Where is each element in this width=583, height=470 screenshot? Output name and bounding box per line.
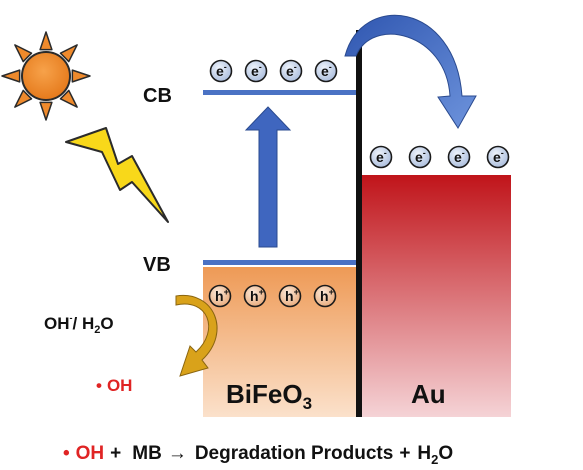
bifeo3-label: BiFeO3 bbox=[226, 379, 312, 413]
sun-ray bbox=[39, 101, 53, 121]
hole: h+ bbox=[208, 284, 232, 308]
cb-label: CB bbox=[143, 85, 172, 107]
electron: e- bbox=[314, 59, 338, 83]
hydroxide-water-label: OH-/ H2O bbox=[44, 313, 114, 336]
svg-text:e-: e- bbox=[454, 148, 465, 165]
electron: e- bbox=[486, 145, 510, 169]
svg-text:e-: e- bbox=[216, 62, 227, 79]
hole: h+ bbox=[313, 284, 337, 308]
vb-label: VB bbox=[143, 254, 171, 276]
sun-ray bbox=[59, 44, 78, 63]
svg-text:e-: e- bbox=[251, 62, 262, 79]
sun-ray bbox=[59, 89, 78, 108]
svg-text:h+: h+ bbox=[250, 287, 264, 304]
hydroxyl-radical-label: •OH bbox=[96, 376, 132, 395]
conduction-band-line bbox=[203, 90, 356, 95]
svg-text:e-: e- bbox=[415, 148, 426, 165]
sun-ray bbox=[1, 69, 21, 83]
au-label: Au bbox=[411, 379, 446, 409]
svg-text:h+: h+ bbox=[320, 287, 334, 304]
interface-line bbox=[356, 30, 362, 417]
hole-oxidation-arrow bbox=[175, 294, 218, 377]
sun-ray bbox=[71, 69, 91, 83]
sun-ray bbox=[14, 44, 33, 63]
svg-text:h+: h+ bbox=[285, 287, 299, 304]
sun-icon bbox=[1, 31, 91, 121]
electron-transfer-arrow bbox=[344, 14, 477, 129]
au-electrons: e-e-e-e- bbox=[369, 145, 510, 169]
au-block bbox=[362, 175, 511, 417]
vb-holes: h+ h+ h+ h+ bbox=[208, 284, 337, 308]
svg-text:e-: e- bbox=[493, 148, 504, 165]
electron: e- bbox=[279, 59, 303, 83]
lightning-bolt-icon bbox=[65, 127, 169, 223]
electron: e- bbox=[369, 145, 393, 169]
excitation-arrow bbox=[244, 106, 292, 248]
electron: e- bbox=[447, 145, 471, 169]
electron: e- bbox=[244, 59, 268, 83]
sun-ray bbox=[14, 89, 33, 108]
cb-electrons: e-e-e-e- bbox=[209, 59, 338, 83]
svg-text:e-: e- bbox=[376, 148, 387, 165]
hole: h+ bbox=[243, 284, 267, 308]
reaction-equation: •OH+MB→Degradation Products+H2O bbox=[63, 443, 453, 467]
electron: e- bbox=[209, 59, 233, 83]
hole: h+ bbox=[278, 284, 302, 308]
valence-band-line bbox=[203, 260, 356, 265]
svg-text:h+: h+ bbox=[215, 287, 229, 304]
svg-text:e-: e- bbox=[321, 62, 332, 79]
sun-ray bbox=[39, 31, 53, 51]
svg-text:e-: e- bbox=[286, 62, 297, 79]
electron: e- bbox=[408, 145, 432, 169]
